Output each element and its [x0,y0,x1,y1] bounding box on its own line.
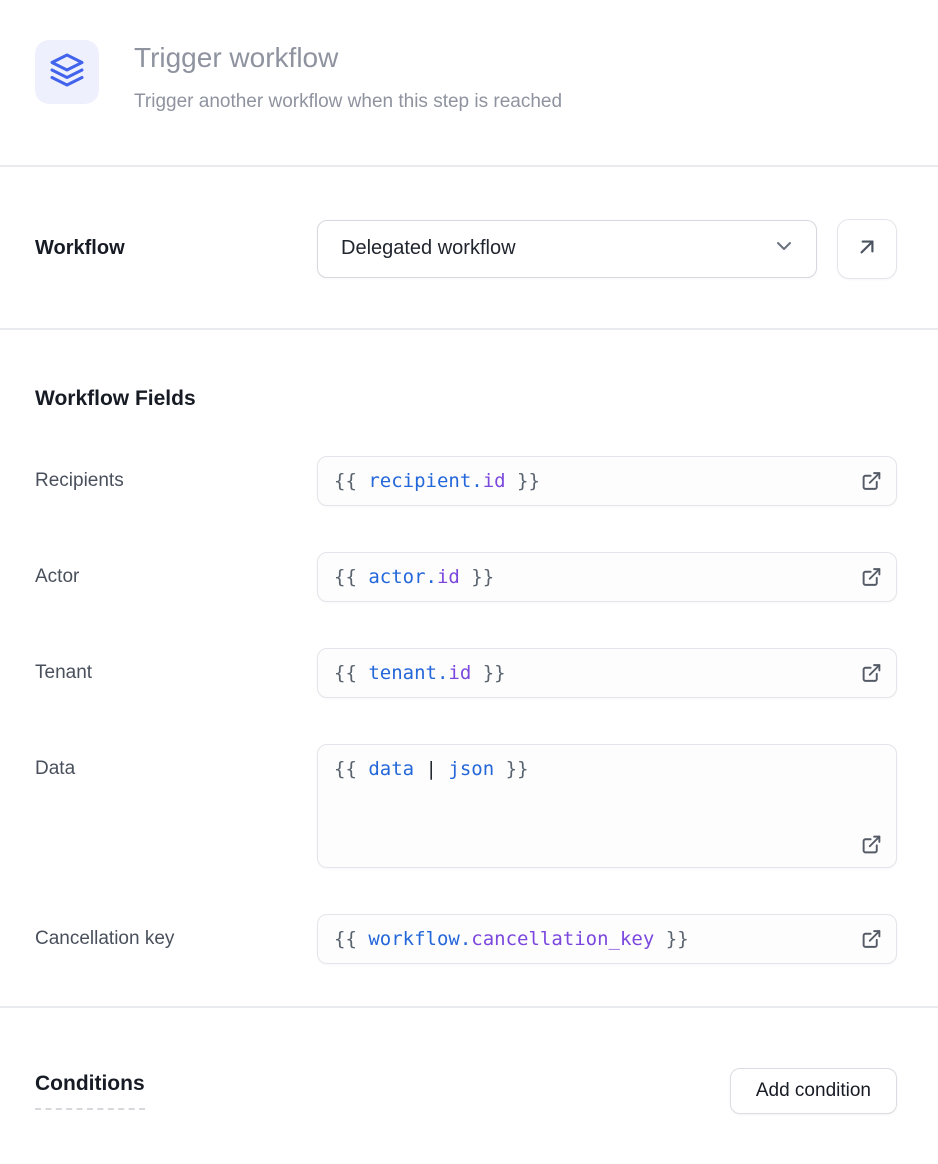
liquid-input-cancellation-key[interactable]: {{ workflow.cancellation_key }} [317,913,897,964]
liquid-input-tenant[interactable]: {{ tenant.id }} [317,647,897,698]
divider [0,164,938,167]
field-label-actor: Actor [35,565,80,587]
field-label-cancellation-key: Cancellation key [35,927,175,949]
step-icon-box [35,40,99,104]
page-subtitle: Trigger another workflow when this step … [134,90,563,112]
liquid-input-data[interactable]: {{ data | json }} [317,743,897,868]
page-title: Trigger workflow [134,42,339,73]
arrow-up-right-icon [854,234,880,263]
field-row-tenant: Tenant {{ tenant.id }} [35,647,897,698]
liquid-value: {{ actor.id }} [334,565,495,588]
layers-icon [49,52,85,93]
external-link-icon[interactable] [861,662,882,683]
field-row-recipients: Recipients {{ recipient.id }} [35,455,897,506]
external-link-icon[interactable] [861,834,882,855]
field-label-recipients: Recipients [35,469,124,491]
liquid-value: {{ tenant.id }} [334,661,506,684]
external-link-icon[interactable] [861,566,882,587]
external-link-icon[interactable] [861,928,882,949]
step-header-text: Trigger workflow Trigger another workflo… [134,40,562,113]
add-condition-button[interactable]: Add condition [729,1067,897,1114]
open-workflow-button[interactable] [837,218,897,279]
liquid-input-recipients[interactable]: {{ recipient.id }} [317,455,897,506]
liquid-input-actor[interactable]: {{ actor.id }} [317,551,897,602]
field-row-actor: Actor {{ actor.id }} [35,551,897,602]
workflow-fields-heading: Workflow Fields [35,386,196,410]
workflow-selector-row: Workflow Delegated workflow [0,167,938,328]
divider [0,327,938,330]
step-header: Trigger workflow Trigger another workflo… [0,0,938,165]
liquid-value: {{ recipient.id }} [334,469,540,492]
conditions-heading: Conditions [35,1072,145,1110]
external-link-icon[interactable] [861,470,882,491]
field-row-data: Data {{ data | json }} [35,743,897,868]
workflow-fields-section: Workflow Fields Recipients {{ recipient.i… [0,330,938,1006]
workflow-fields-list: Recipients {{ recipient.id }} Actor {{ acto… [35,455,897,964]
divider [0,1005,938,1008]
liquid-value: {{ data | json }} [334,757,529,780]
workflow-label: Workflow [35,237,125,260]
workflow-select[interactable]: Delegated workflow [317,219,817,278]
chevron-down-icon [772,234,796,263]
field-label-data: Data [35,757,76,779]
field-label-tenant: Tenant [35,661,93,683]
conditions-section: Conditions Add condition [0,1008,938,1114]
workflow-select-value: Delegated workflow [341,237,516,260]
field-row-cancellation-key: Cancellation key {{ workflow.cancellation… [35,913,897,964]
liquid-value: {{ workflow.cancellation_key }} [334,927,689,950]
